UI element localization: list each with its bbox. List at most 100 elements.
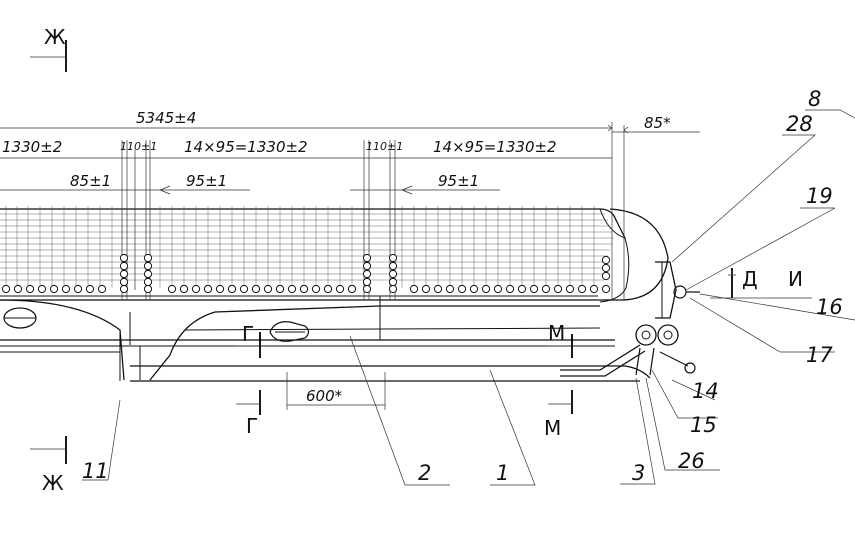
stud [167,284,177,294]
leader-lines [82,109,855,486]
section-markers: Ж Ж Г Г М М Д И [30,25,812,495]
stud [362,261,372,271]
stud [239,284,249,294]
stud [119,284,129,294]
section-g-bottom: Г [246,414,258,438]
callout-11: 11 [82,459,109,483]
stud [601,271,611,281]
dim-overall: 5345±4 [136,109,196,127]
tank-body [0,208,669,382]
stud [421,284,431,294]
stud [37,284,47,294]
dim-pitch-mid: 14×95=1330±2 [184,138,308,156]
dim-pitch-left: 1330±2 [2,138,62,156]
stud [61,284,71,294]
callout-16: 16 [816,295,843,319]
stud [589,284,599,294]
callout-3: 3 [632,461,645,485]
stud [362,284,372,294]
callout-14: 14 [692,379,719,403]
section-i: И [788,267,803,291]
stud [251,284,261,294]
dim-gap-b: 110±1 [366,140,403,153]
stud [263,284,273,294]
stud [73,284,83,294]
stud [601,263,611,273]
stud [541,284,551,294]
stud [388,253,398,263]
stud [143,261,153,271]
stud [565,284,575,294]
stud [362,269,372,279]
stud [362,277,372,287]
callout-1: 1 [496,461,509,485]
stud [119,269,129,279]
section-zh-bottom: Ж [42,471,64,495]
stud [347,284,357,294]
stud [388,284,398,294]
callout-labels: 8 28 19 16 17 14 15 26 3 1 2 11 [82,87,843,485]
section-m-left: М [548,321,565,345]
stud [505,284,515,294]
stud [143,284,153,294]
stud [445,284,455,294]
stud [275,284,285,294]
dim-sub-85: 85±1 [70,172,111,190]
stud [143,277,153,287]
stud [119,253,129,263]
callout-17: 17 [806,343,833,367]
section-m-bottom: М [544,416,561,440]
dim-pitch-right: 14×95=1330±2 [433,138,557,156]
stud [469,284,479,294]
callout-8: 8 [808,87,821,111]
stud [13,284,23,294]
dimension-lines [0,122,700,410]
stud [388,277,398,287]
stud [215,284,225,294]
dim-sub-95-a: 95±1 [186,172,227,190]
stud [323,284,333,294]
callout-26: 26 [678,449,705,473]
stud [227,284,237,294]
register-grid [0,140,614,300]
stud [49,284,59,294]
dim-gap-a: 110±1 [120,140,157,153]
callout-2: 2 [418,461,431,485]
stud [1,284,11,294]
stud [601,255,611,265]
callout-28: 28 [786,112,813,136]
stud [388,269,398,279]
section-g-left: Г [242,322,254,346]
stud [335,284,345,294]
stud [601,284,611,294]
stud [299,284,309,294]
stud [143,269,153,279]
stud [119,261,129,271]
stud [287,284,297,294]
stud [119,277,129,287]
section-d: Д [742,267,758,291]
dim-sub-95-b: 95±1 [438,172,479,190]
stud [179,284,189,294]
stud [97,284,107,294]
end-fittings [635,261,700,376]
stud [143,253,153,263]
callout-15: 15 [690,413,717,437]
stud [517,284,527,294]
stud-rows [1,253,611,294]
stud [577,284,587,294]
stud [85,284,95,294]
stud [481,284,491,294]
stud [203,284,213,294]
dim-length-600: 600* [306,387,343,405]
stud [457,284,467,294]
stud [362,253,372,263]
stud [25,284,35,294]
stud [311,284,321,294]
callout-19: 19 [806,184,833,208]
stud [493,284,503,294]
stud [553,284,563,294]
stud [409,284,419,294]
